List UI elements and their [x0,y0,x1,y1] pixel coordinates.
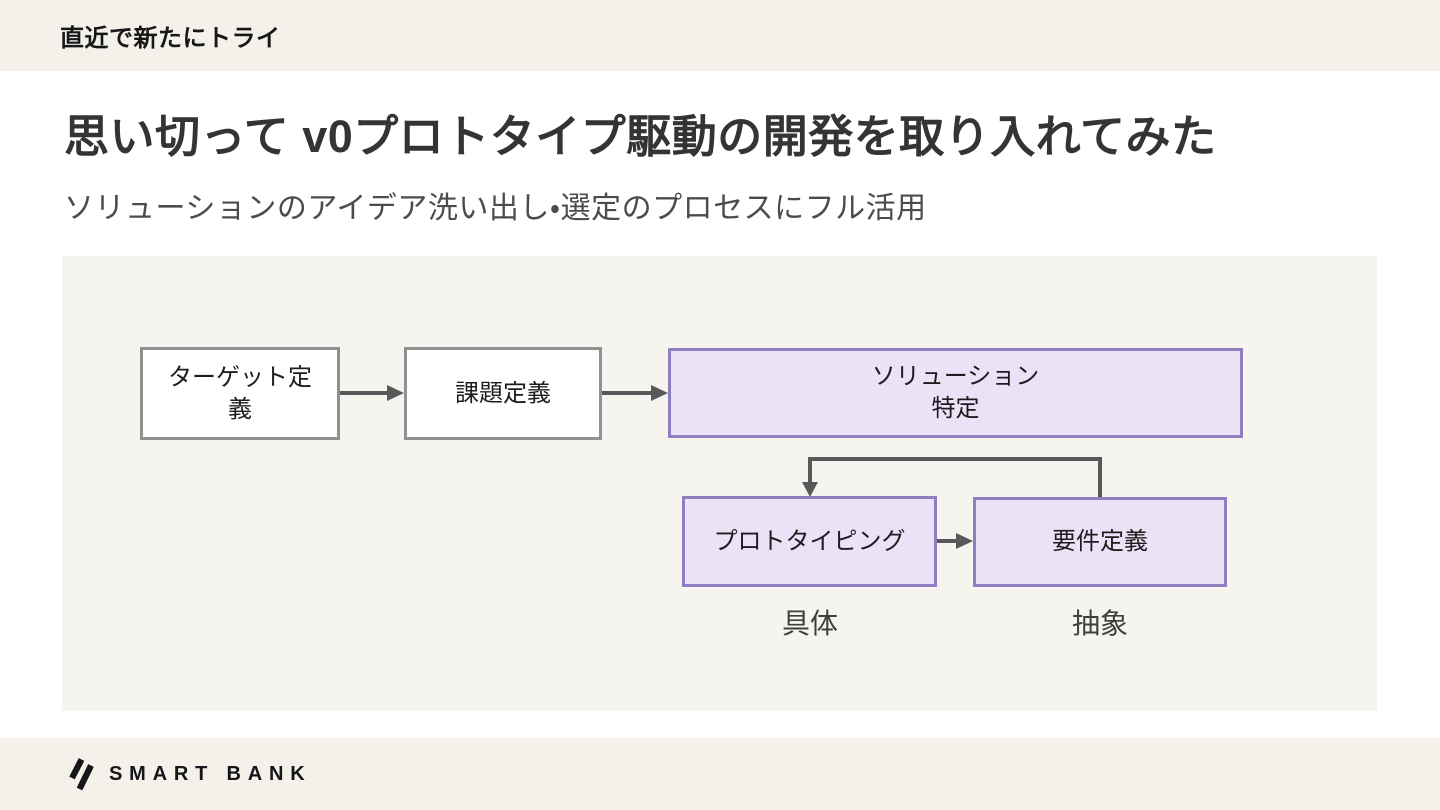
page-subtitle: ソリューションのアイデア洗い出し・選定のプロセスにフル活用 [64,192,927,225]
brand-wordmark: SMART BANK [109,762,312,785]
kicker-text: 直近で新たにトライ [60,25,281,52]
node-prototyping: プロトタイピング [682,496,937,587]
arrowhead-prototyping-to-requirements [956,533,973,549]
node-solution-identification: ソリューション 特定 [668,348,1243,438]
flow-arrows [340,385,1102,549]
arrow-requirements-to-prototyping [808,457,1102,497]
brand-footer: SMART BANK [0,738,1440,810]
node-requirements-definition-label: 要件定義 [1052,528,1148,556]
node-problem-definition: 課題定義 [404,347,602,440]
node-target-definition: ターゲット定 義 [140,347,340,440]
arrowhead-target-to-problem [387,385,404,401]
arrowhead-requirements-to-prototyping [802,482,818,497]
smartbank-logo-icon [69,758,94,791]
node-solution-identification-label: ソリューション 特定 [871,363,1040,422]
node-target-definition-label: ターゲット定 義 [168,363,312,423]
arrowhead-problem-to-solution [651,385,668,401]
node-problem-definition-label: 課題定義 [455,379,551,407]
axis-label-concrete: 具体 [781,608,839,639]
node-prototyping-label: プロトタイピング [713,527,906,555]
node-requirements-definition: 要件定義 [973,497,1227,587]
kicker-bar: 直近で新たにトライ [0,0,1440,71]
flow-diagram-panel: ターゲット定 義 課題定義 ソリューション 特定 プロトタイピング 要件定義 具… [62,256,1377,711]
axis-label-abstract: 抽象 [1071,608,1129,639]
page-title: 思い切って v0プロトタイプ駆動の開発を取り入れてみた [64,111,1217,162]
